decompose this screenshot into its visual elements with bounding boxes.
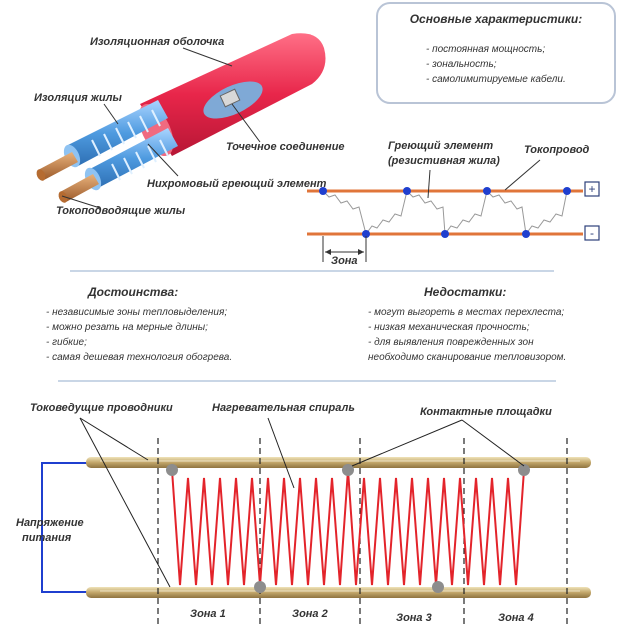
list-item: - гибкие; [46, 337, 87, 348]
pros-title: Достоинства: [88, 285, 179, 299]
label-contact-pads: Контактные площадки [420, 406, 552, 418]
label-nichrome: Нихромовый греющий элемент [147, 178, 327, 190]
list-item: - независимые зоны тепловыделения; [46, 307, 228, 318]
label-conductors: Токоподводящие жилы [56, 205, 186, 217]
label-sheath: Изоляционная оболочка [90, 36, 225, 48]
copper-strands [36, 152, 99, 203]
list-item: - самолимитируемые кабели. [426, 74, 566, 85]
bottom-diagram [41, 417, 591, 628]
label-heating-element: Греющий элемент [388, 140, 494, 152]
characteristics-box: Основные характеристики: - постоянная мо… [376, 2, 616, 104]
list-item: - зональность; [426, 59, 497, 70]
label-zone-1: Зона 1 [190, 608, 226, 620]
pros-list: - независимые зоны тепловыделения; - мож… [46, 305, 232, 365]
list-item: - самая дешевая технология обогрева. [46, 352, 233, 363]
label-zone-3: Зона 3 [396, 612, 432, 624]
characteristics-title: Основные характеристики: [409, 12, 583, 26]
list-item: - могут выгореть в местах перехлеста; [368, 307, 565, 318]
plus-terminal: + [588, 182, 596, 196]
list-item: - постоянная мощность; [426, 44, 546, 55]
minus-terminal: - [590, 226, 594, 240]
label-core-insulation: Изоляция жилы [34, 92, 122, 104]
separator-top [70, 270, 554, 272]
list-item: - низкая механическая прочность; [368, 322, 530, 333]
cons-title: Недостатки: [424, 285, 507, 299]
label-zone-2: Зона 2 [292, 608, 328, 620]
separator-bottom [58, 380, 556, 382]
label-zone-4: Зона 4 [498, 612, 534, 624]
list-item: - для выявления поврежденных зон [368, 337, 534, 348]
label-current-conductors: Токоведущие проводники [30, 402, 173, 414]
list-item: необходимо сканирование тепловизором. [368, 352, 567, 363]
label-supply-2: питания [22, 532, 72, 544]
label-point-joint: Точечное соединение [226, 141, 345, 153]
label-conductor: Токопровод [524, 144, 590, 156]
characteristics-list: - постоянная мощность; - зональность; - … [426, 42, 566, 87]
label-heating-spiral: Нагревательная спираль [212, 402, 355, 414]
list-item: - можно резать на мерные длины; [46, 322, 208, 333]
label-zone: Зона [331, 255, 358, 267]
cable-leader-lines [61, 47, 261, 209]
label-supply-1: Напряжение [16, 517, 84, 529]
cons-list: - могут выгореть в местах перехлеста; - … [368, 305, 566, 365]
zone-schematic [307, 159, 600, 262]
label-resistive-core: (резистивная жила) [388, 155, 500, 167]
